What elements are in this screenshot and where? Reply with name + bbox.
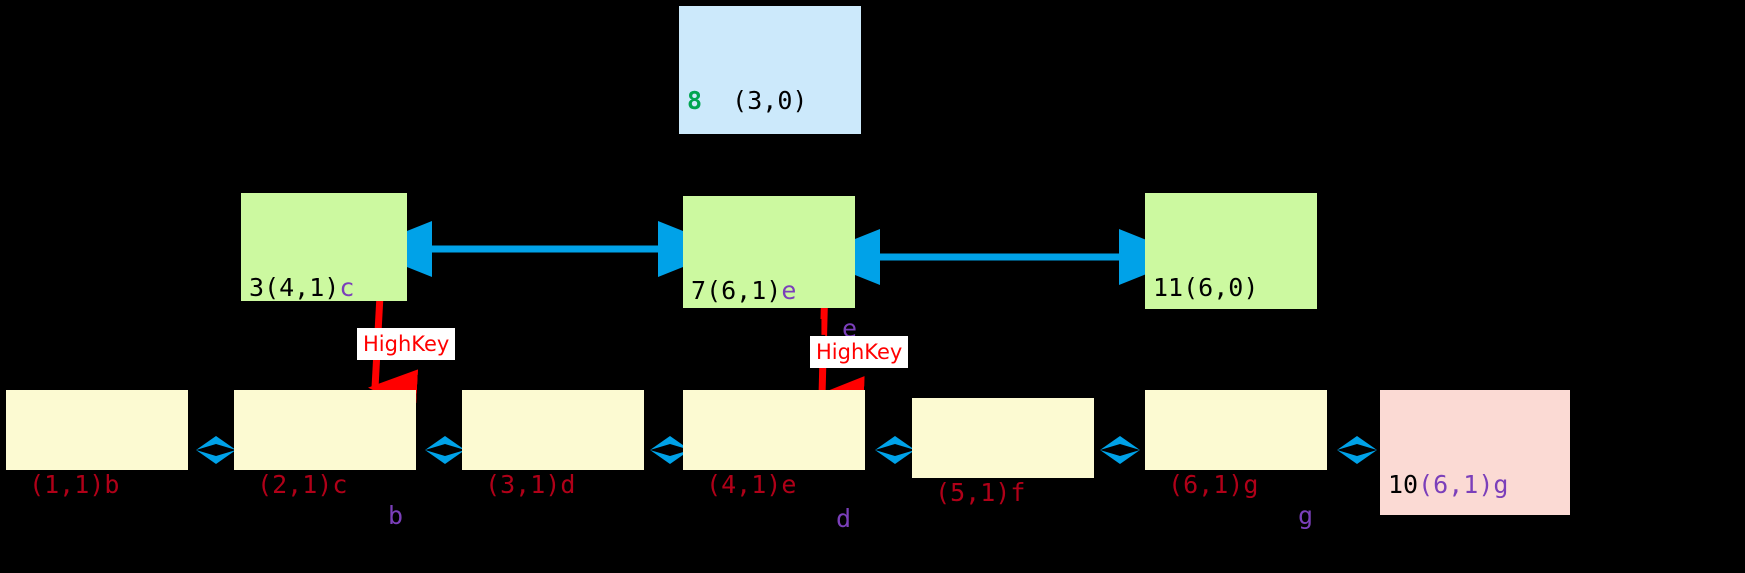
leaf-5-line-0: 5(4,1)e <box>691 470 797 499</box>
inner-11-line-0: 11(6,0) <box>1153 273 1259 302</box>
leaf-node-4[interactable]: 4(3,1)d (2,1)c <box>462 390 644 499</box>
highkey-label-right: HighKey <box>810 336 909 368</box>
leaf-node-10[interactable]: 10(6,1)g (7,1)h (8,1)i <box>1380 390 1570 515</box>
leaf-node-2[interactable]: 2(2,1)c (1,1)b <box>234 390 416 499</box>
inner-node-11[interactable]: 11(6,0) (9,1)f (10,1)g <box>1145 193 1317 530</box>
inner-node-3[interactable]: 3(4,1)c (1,0) (2,1)b <box>241 193 407 530</box>
inner-7-line-0: 7(6,1)e <box>691 276 797 305</box>
highkey-label-left: HighKey <box>357 328 456 360</box>
inner-node-7[interactable]: 7(6,1)e (4,0) (5,1)d <box>683 196 855 533</box>
leaf-4-line-0: 4(3,1)d <box>470 470 576 499</box>
leaf-10-line-0: 10(6,1)g <box>1388 470 1509 499</box>
leaf-node-6[interactable]: 6(5,1)f (4,1)e <box>912 398 1094 507</box>
inner-7-line-2: (5,1)d <box>760 504 851 533</box>
leaf-node-9[interactable]: 9(6,1)g (5,1)f <box>1145 390 1327 499</box>
leaf-9-line-0: 9(6,1)g <box>1153 470 1259 499</box>
root-node-8[interactable]: 8 (3,0) (7,1)c (11,1)e <box>679 6 861 343</box>
leaf-6-line-0: 6(5,1)f <box>920 478 1026 507</box>
inner-11-line-2: (10,1)g <box>1207 501 1313 530</box>
inner-3-line-0: 3(4,1)c <box>249 273 355 302</box>
inner-3-line-2: (2,1)b <box>312 501 403 530</box>
leaf-2-line-0: 2(2,1)c <box>242 470 348 499</box>
leaf-node-5[interactable]: 5(4,1)e (3,1)d <box>683 390 865 499</box>
leaf-node-1[interactable]: 1(1,1)b (0,1)a <box>6 390 188 499</box>
root-line-0: 8 (3,0) <box>687 86 808 115</box>
leaf-1-line-0: 1(1,1)b <box>14 470 120 499</box>
